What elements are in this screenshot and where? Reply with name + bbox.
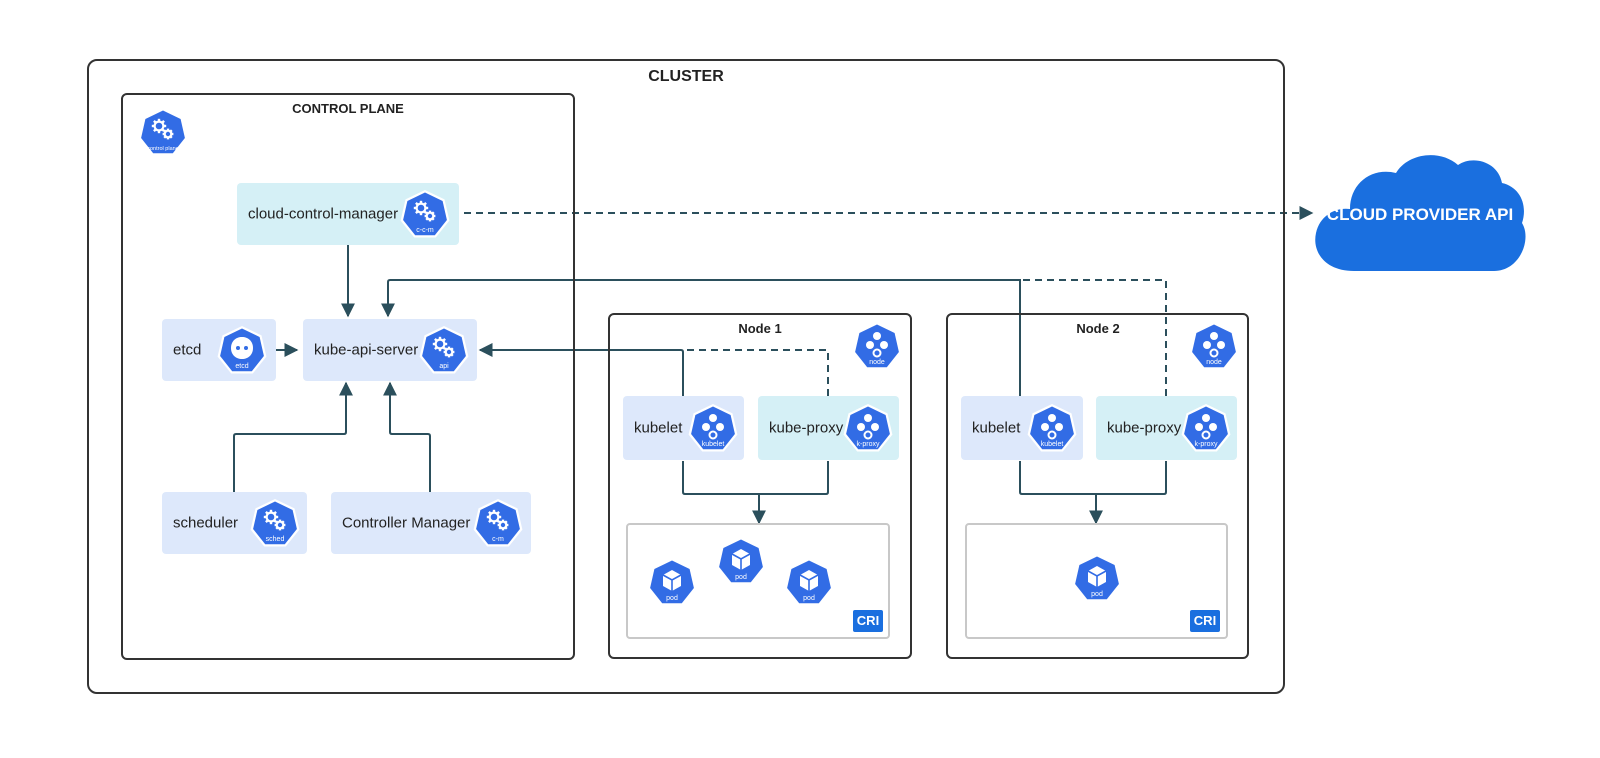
svg-text:pod: pod: [1091, 591, 1103, 598]
svg-text:pod: pod: [666, 595, 678, 602]
etcd-hex-icon: etcd: [216, 324, 268, 376]
control-plane-hex-icon: control plane: [137, 106, 189, 158]
cloud-control-manager-box: cloud-control-manager c-c-m: [237, 183, 459, 245]
node-2-title: Node 2: [1076, 321, 1120, 336]
node-1-pod-icon: pod: [715, 535, 767, 587]
cluster-frame: [87, 59, 1285, 694]
node1-proxy-to-api-dashed: [683, 349, 829, 396]
api-hex-icon: api: [418, 324, 470, 376]
control-plane-title: CONTROL PLANE: [292, 101, 404, 116]
kube-api-server-box: kube-api-server api: [303, 319, 477, 381]
node-2-kubelet-label: kubelet: [972, 419, 1021, 437]
cloud-control-manager-label: cloud-control-manager: [248, 205, 399, 223]
node-2-kproxy-hex-icon: k-proxy: [1180, 402, 1232, 454]
node-1-kubelet-label: kubelet: [634, 419, 683, 437]
node-2-pod-icon: pod: [1071, 552, 1123, 604]
node2-proxy-to-api-dashed: [1020, 279, 1167, 396]
kube-api-server-label: kube-api-server: [314, 341, 419, 359]
cluster-title: CLUSTER: [648, 68, 724, 85]
ccm-hex-icon: c-c-m: [399, 188, 451, 240]
svg-text:node: node: [869, 359, 885, 366]
node-1-pod-icon: pod: [783, 556, 835, 608]
cm-hex-icon: c-m: [472, 497, 524, 549]
control-plane-frame: [121, 93, 575, 660]
svg-text:etcd: etcd: [235, 363, 248, 370]
node-1-hex-icon: node: [851, 320, 903, 372]
etcd-box: etcd etcd: [162, 319, 276, 381]
svg-text:pod: pod: [803, 595, 815, 602]
cloud-provider-label: CLOUD PROVIDER API: [1326, 205, 1514, 224]
svg-text:node: node: [1206, 359, 1222, 366]
node2-to-cri-arrow: [1019, 461, 1167, 523]
node-1-cri-badge: CRI: [853, 610, 883, 632]
scheduler-box: scheduler sched: [162, 492, 307, 554]
svg-text:control plane: control plane: [147, 146, 179, 152]
scheduler-label: scheduler: [173, 514, 239, 532]
svg-text:kubelet: kubelet: [1041, 441, 1064, 448]
svg-text:sched: sched: [266, 536, 285, 543]
cloud-icon: [1315, 155, 1526, 271]
node-1-kubelet-box: kubelet kubelet: [623, 396, 744, 460]
controller-manager-box: Controller Manager c-m: [331, 492, 531, 554]
node1-kubelet-to-api-arrow: [478, 343, 684, 396]
node-1-kubelet-hex-icon: kubelet: [687, 402, 739, 454]
node-2-kube-proxy-label: kube-proxy: [1107, 419, 1182, 437]
svg-text:c-c-m: c-c-m: [416, 227, 434, 234]
node-1-kproxy-hex-icon: k-proxy: [842, 402, 894, 454]
sched-hex-icon: sched: [249, 497, 301, 549]
controller-manager-to-api-arrow: [383, 381, 431, 492]
node-1-kube-proxy-label: kube-proxy: [769, 419, 844, 437]
node-1-pod-icon: pod: [646, 556, 698, 608]
svg-text:k-proxy: k-proxy: [1195, 441, 1218, 448]
svg-text:k-proxy: k-proxy: [857, 441, 880, 448]
scheduler-to-api-arrow: [233, 381, 353, 492]
node-2-kubelet-hex-icon: kubelet: [1026, 402, 1078, 454]
svg-text:c-m: c-m: [492, 536, 504, 543]
svg-text:pod: pod: [735, 574, 747, 581]
node2-kubelet-to-api-arrow: [381, 279, 1021, 396]
controller-manager-label: Controller Manager: [342, 514, 471, 532]
node-1-frame: [608, 313, 912, 659]
svg-text:kubelet: kubelet: [702, 441, 725, 448]
node-2-kubelet-box: kubelet kubelet: [961, 396, 1083, 460]
node-2-kube-proxy-box: kube-proxy k-proxy: [1096, 396, 1237, 460]
node1-to-cri-arrow: [682, 461, 829, 523]
node-2-runtime-box: [965, 523, 1228, 639]
node-2-frame: [946, 313, 1249, 659]
svg-text:api: api: [439, 363, 449, 370]
node-1-kube-proxy-box: kube-proxy k-proxy: [758, 396, 899, 460]
etcd-label: etcd: [173, 341, 202, 359]
node-2-hex-icon: node: [1188, 320, 1240, 372]
node-1-title: Node 1: [738, 321, 782, 336]
node-2-cri-badge: CRI: [1190, 610, 1220, 632]
